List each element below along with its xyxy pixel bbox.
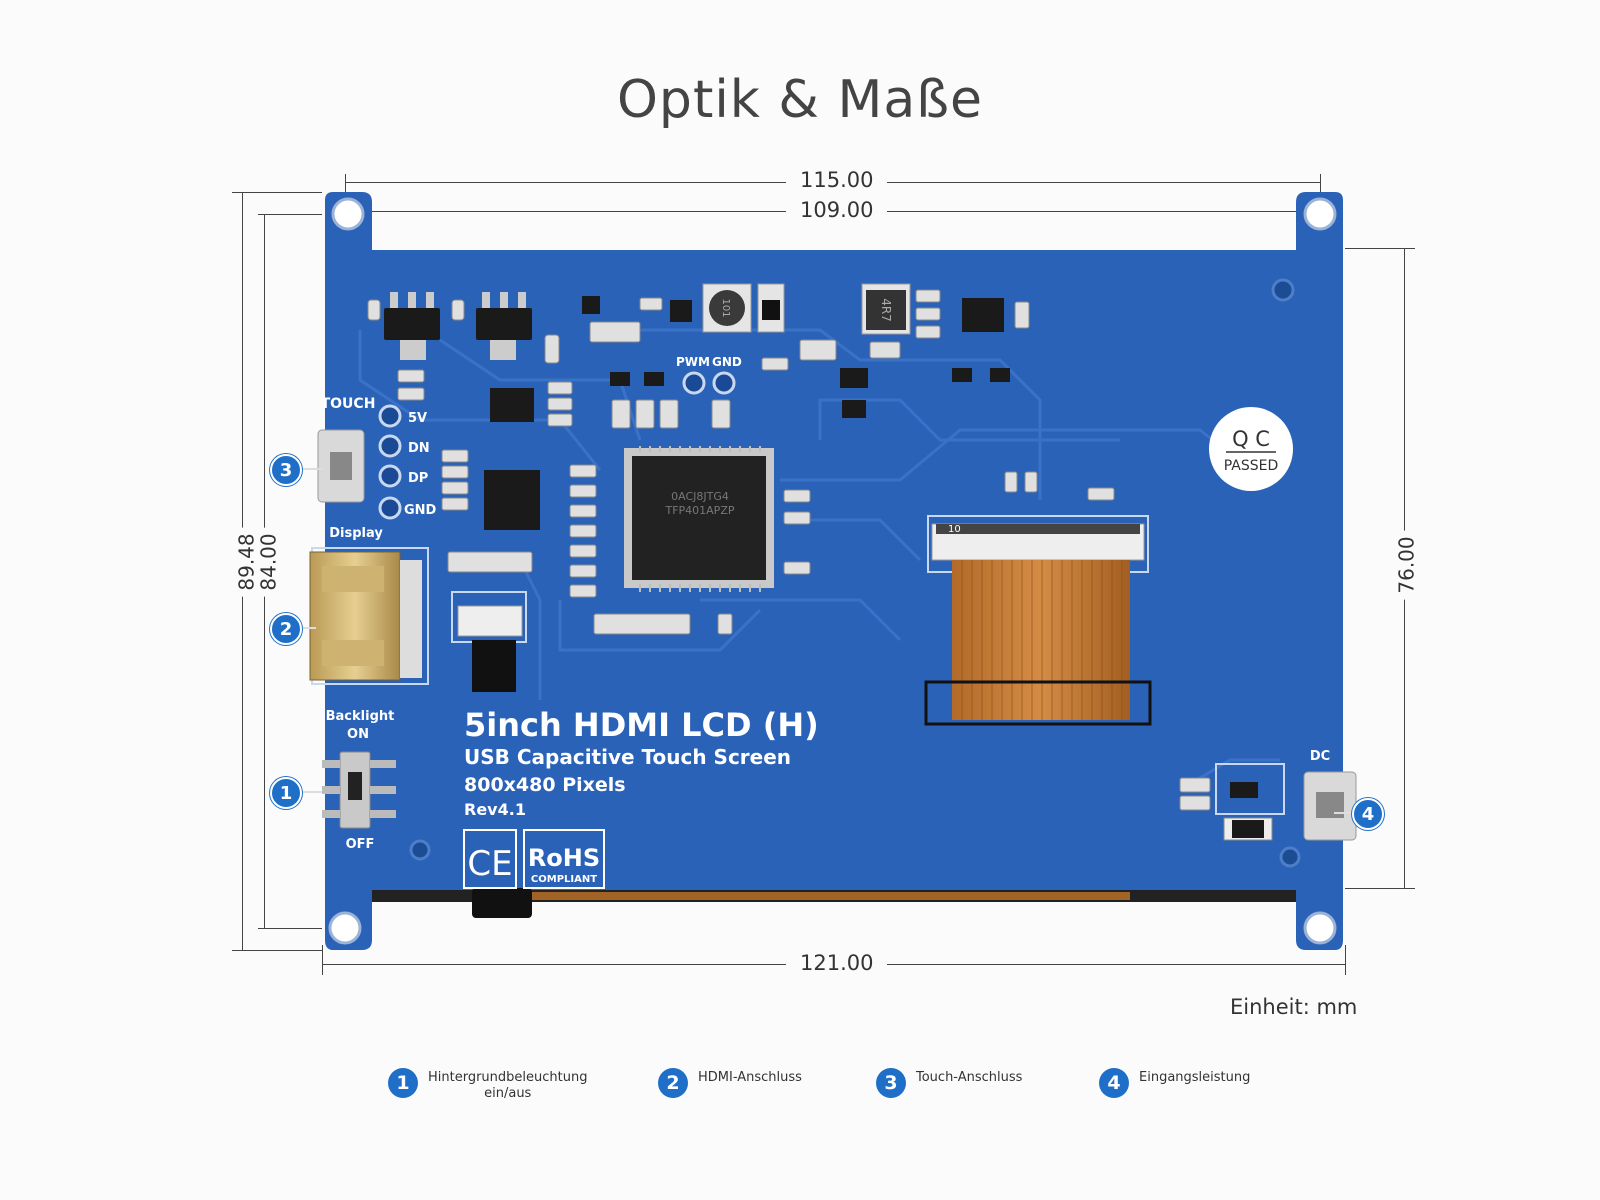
board-heading: 5inch HDMI LCD (H) xyxy=(464,706,819,744)
legend-text: Hintergrundbeleuchtung xyxy=(428,1070,588,1085)
rohs-sub: COMPLIANT xyxy=(531,874,597,885)
callout-line xyxy=(298,791,322,793)
legend-item-2: 2 HDMI-Anschluss xyxy=(658,1068,802,1098)
legend-item-3: 3 Touch-Anschluss xyxy=(876,1068,1022,1098)
dim-tick xyxy=(258,928,322,929)
mounting-hole xyxy=(1303,911,1337,945)
fpc-cable xyxy=(952,560,1130,720)
callout-2: 2 xyxy=(270,613,302,645)
touch-label: TOUCH xyxy=(321,396,376,412)
callout-1: 1 xyxy=(270,777,302,809)
dim-tick xyxy=(232,950,322,951)
backlight-switch xyxy=(322,751,396,829)
ce-mark xyxy=(463,829,517,889)
dim-tick xyxy=(258,214,322,215)
qc-sticker xyxy=(1209,407,1293,491)
dim-tick xyxy=(1345,888,1415,889)
rohs-mark xyxy=(523,829,605,889)
board-line1: USB Capacitive Touch Screen xyxy=(464,745,791,769)
unit-label: Einheit: mm xyxy=(1230,995,1358,1019)
legend-number: 1 xyxy=(388,1068,418,1098)
dim-label-top-inner: 109.00 xyxy=(786,198,888,222)
legend-item-4: 4 Eingangsleistung xyxy=(1099,1068,1250,1098)
legend-number: 2 xyxy=(658,1068,688,1098)
dim-tick xyxy=(1320,174,1321,204)
board-line2: 800x480 Pixels xyxy=(464,774,626,796)
legend-text: Touch-Anschluss xyxy=(916,1070,1023,1085)
on-label: ON xyxy=(347,727,369,742)
display-label: Display xyxy=(329,526,383,541)
dim-tick xyxy=(345,174,346,204)
inductor-label: 101 xyxy=(720,298,731,317)
page-title: Optik & Maße xyxy=(617,70,983,130)
legend-text: HDMI-Anschluss xyxy=(698,1070,802,1085)
main-chip: 0ACJ8JTG4 TFP401APZP xyxy=(624,446,774,592)
legend-item-1: 1 Hintergrundbeleuchtung ein/aus xyxy=(388,1068,587,1102)
mounting-hole xyxy=(331,197,365,231)
regulators xyxy=(384,292,532,360)
dim-tick xyxy=(1345,945,1346,975)
legend-number: 4 xyxy=(1099,1068,1129,1098)
qc-passed: PASSED xyxy=(1224,458,1279,474)
pwm-label: PWM xyxy=(676,355,710,369)
legend-text: ein/aus xyxy=(484,1086,532,1101)
backlight-label: Backlight xyxy=(326,709,395,724)
dim-label-top-outer: 115.00 xyxy=(786,168,888,192)
dim-tick xyxy=(232,192,322,193)
pin-label: 5V xyxy=(408,411,427,426)
gnd-pad-label: GND xyxy=(712,355,742,369)
callout-3: 3 xyxy=(270,454,302,486)
rohs-text: RoHS xyxy=(528,844,600,872)
dim-tick xyxy=(1345,248,1415,249)
pin-label: DP xyxy=(408,471,428,486)
dc-label: DC xyxy=(1310,749,1330,764)
qc-text: Q C xyxy=(1232,427,1270,451)
dim-label-bottom: 121.00 xyxy=(786,951,888,975)
chip-marking: 0ACJ8JTG4 xyxy=(671,490,729,503)
off-label: OFF xyxy=(346,837,375,852)
pin-label: GND xyxy=(404,503,437,518)
legend-number: 3 xyxy=(876,1068,906,1098)
pin-label: DN xyxy=(408,441,430,456)
legend-text: Eingangsleistung xyxy=(1139,1070,1251,1085)
callout-line xyxy=(298,627,316,629)
mounting-hole xyxy=(328,911,362,945)
board-line3: Rev4.1 xyxy=(464,800,526,819)
inductor-label: 4R7 xyxy=(879,298,893,322)
mounting-hole xyxy=(1303,197,1337,231)
ce-text: CE xyxy=(467,844,512,884)
callout-line xyxy=(1334,812,1352,814)
fpc-number: 10 xyxy=(948,524,961,535)
callout-line xyxy=(298,468,324,470)
chip-marking: TFP401APZP xyxy=(664,504,734,517)
callout-4: 4 xyxy=(1352,798,1384,830)
dim-tick xyxy=(322,945,323,975)
